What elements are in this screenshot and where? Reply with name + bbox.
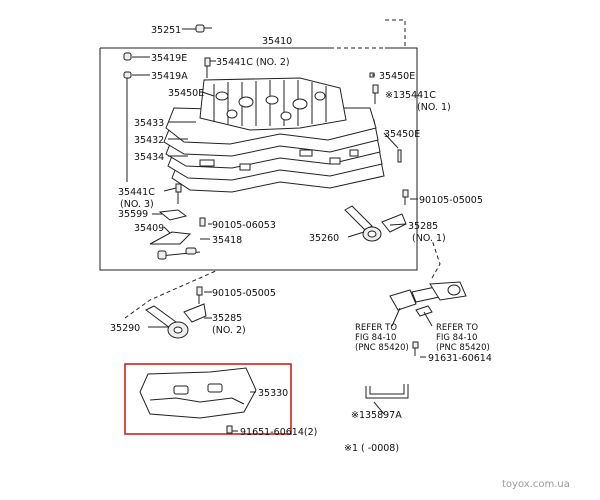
part-35599-bracket [158, 209, 188, 221]
part-pins-left [123, 24, 212, 182]
label-35433: 35433 [134, 118, 164, 129]
label-refer1-line2: FIG 84-10 [355, 333, 396, 343]
part-labels: 35251 35410 35419E 35441C (NO. 2) 35419A… [110, 25, 570, 490]
part-35897a-tube [365, 384, 409, 399]
label-35330: 35330 [258, 388, 288, 399]
label-35450e-a: 35450E [168, 88, 204, 99]
label-35418: 35418 [212, 235, 242, 246]
label-35409: 35409 [134, 223, 164, 234]
label-135441c: ※135441C [385, 90, 436, 101]
valve-body-assembly-frame [99, 19, 418, 271]
label-35290: 35290 [110, 323, 140, 334]
label-35441c-no3-suffix: (NO. 3) [120, 199, 154, 210]
label-35285-no1: 35285 [408, 221, 438, 232]
label-35450e-b: 35450E [379, 71, 415, 82]
label-35434: 35434 [134, 152, 164, 163]
label-35432: 35432 [134, 135, 164, 146]
label-no1-b: (NO. 1) [412, 233, 446, 244]
part-35260-solenoid [344, 205, 407, 242]
label-91651-60614: 91651-60614(2) [240, 427, 317, 438]
part-35330-oil-strainer [124, 363, 292, 435]
label-91631-60614: 91631-60614 [428, 353, 492, 364]
label-no1-a: (NO. 1) [417, 102, 451, 113]
label-refer1-line3: (PNC 85420) [355, 343, 409, 353]
label-refer1-line1: REFER TO [355, 323, 397, 333]
highlight-box [124, 363, 292, 435]
label-35419e: 35419E [151, 53, 187, 64]
footnote-text: ※1 ( -0008) [344, 443, 399, 454]
label-refer2-line2: FIG 84-10 [436, 333, 477, 343]
watermark-text: toyox.com.ua [502, 479, 570, 490]
label-35419a: 35419A [151, 71, 188, 82]
label-35285-no2: 35285 [212, 313, 242, 324]
part-35409-lever [149, 231, 201, 260]
upper-valve-body [199, 77, 347, 131]
label-35450e-c: 35450E [384, 129, 420, 140]
label-refer2-line3: (PNC 85420) [436, 343, 490, 353]
label-refer2-line1: REFER TO [436, 323, 478, 333]
label-90105-05005-a: 90105-05005 [419, 195, 483, 206]
label-35251: 35251 [151, 25, 181, 36]
label-90105-06053: 90105-06053 [212, 220, 276, 231]
label-90105-05005-b: 90105-05005 [212, 288, 276, 299]
label-35410: 35410 [262, 36, 292, 47]
label-135897a: ※135897A [351, 410, 402, 421]
label-35441c-no3: 35441C [118, 187, 155, 198]
label-35599: 35599 [118, 209, 148, 220]
label-35260: 35260 [309, 233, 339, 244]
leader-lines [132, 28, 433, 432]
label-no2: (NO. 2) [212, 325, 246, 336]
part-35290-solenoid [145, 286, 207, 339]
linkage-parts-right [389, 281, 467, 356]
label-35441c-no2: 35441C (NO. 2) [216, 57, 290, 68]
